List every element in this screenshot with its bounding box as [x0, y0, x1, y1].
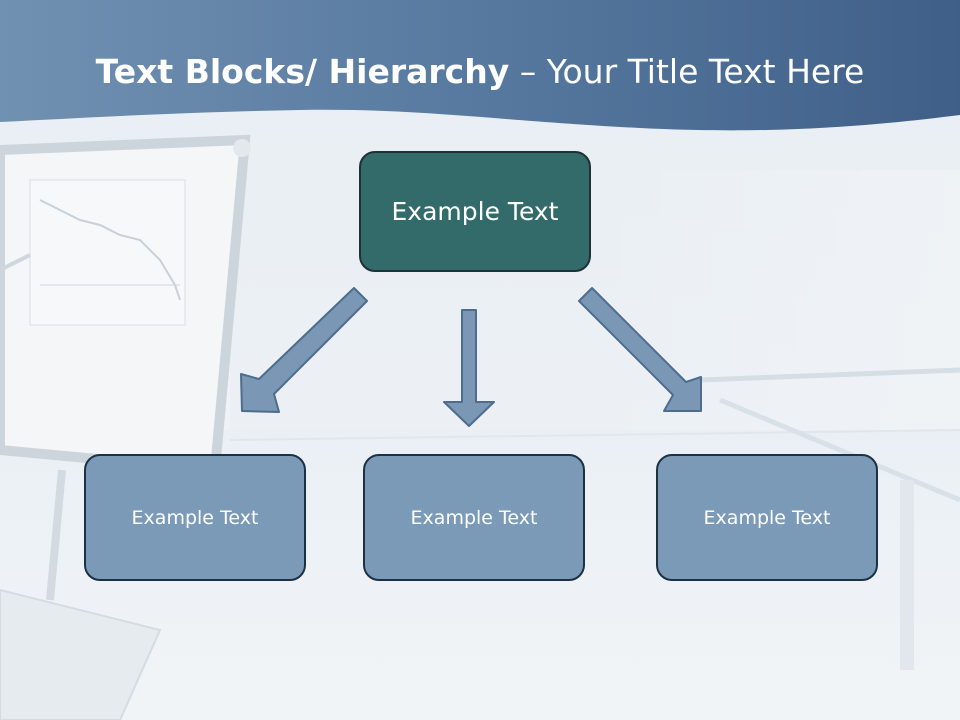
child-box-label: Example Text [703, 506, 831, 529]
slide-title-bold: Text Blocks/ Hierarchy [95, 52, 510, 91]
child-box-label: Example Text [131, 506, 259, 529]
slide-title: Text Blocks/ Hierarchy – Your Title Text… [0, 52, 960, 91]
child-box-label: Example Text [410, 506, 538, 529]
arrow-to-right-box [578, 287, 702, 412]
arrow-to-left-box [240, 287, 368, 413]
child-box-middle: Example Text [363, 454, 585, 581]
root-box: Example Text [359, 151, 591, 272]
arrow-to-middle-box [443, 309, 495, 427]
slide-title-rest: – Your Title Text Here [509, 52, 865, 91]
root-box-label: Example Text [391, 197, 559, 226]
child-box-left: Example Text [84, 454, 306, 581]
flipchart-illustration [0, 134, 251, 601]
title-band [0, 0, 960, 131]
table-illustration [0, 588, 162, 720]
child-box-right: Example Text [656, 454, 878, 581]
